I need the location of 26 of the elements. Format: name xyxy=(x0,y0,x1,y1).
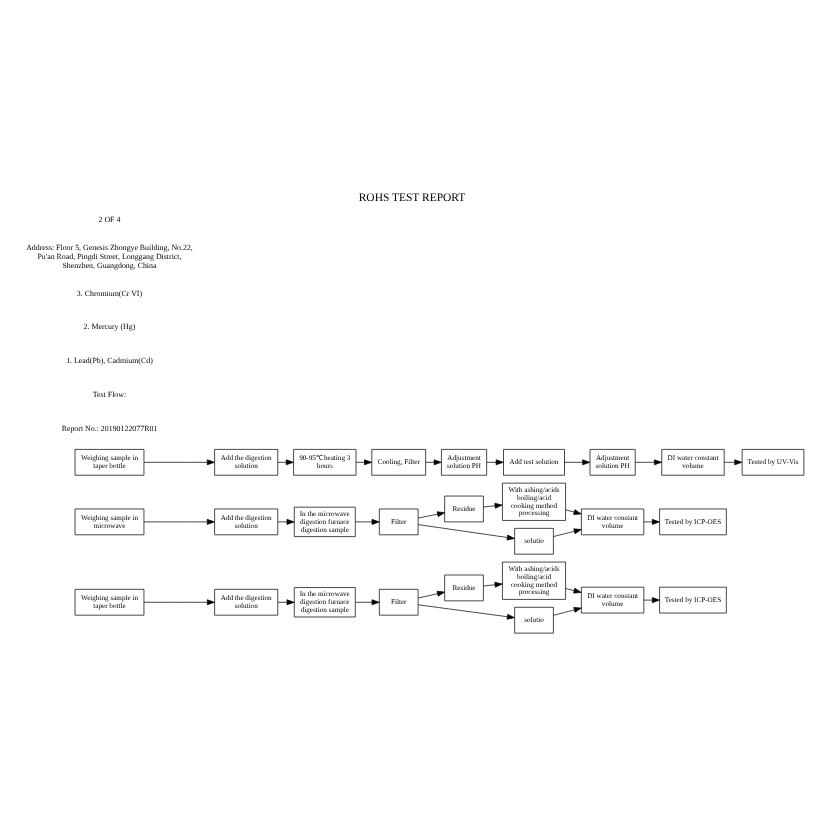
arrow xyxy=(417,523,515,540)
arrow xyxy=(565,508,582,514)
arrow xyxy=(565,586,582,593)
arrow xyxy=(355,598,380,605)
arrow xyxy=(277,458,294,465)
arrow xyxy=(553,527,582,536)
arrow xyxy=(277,518,295,524)
arrow xyxy=(483,501,503,508)
arrow xyxy=(486,458,504,465)
arrow xyxy=(417,603,515,619)
arrow xyxy=(355,458,372,465)
arrow xyxy=(355,518,380,524)
arrow xyxy=(425,458,442,465)
arrow xyxy=(553,606,582,615)
arrow xyxy=(643,596,660,602)
arrow xyxy=(723,458,743,465)
arrow xyxy=(143,518,215,524)
arrow xyxy=(143,598,215,605)
arrow xyxy=(143,458,215,465)
arrow xyxy=(483,580,503,587)
arrow xyxy=(277,598,295,605)
arrow xyxy=(643,518,660,524)
arrow xyxy=(634,458,662,465)
arrow xyxy=(564,458,591,465)
arrow xyxy=(417,510,445,518)
arrow xyxy=(417,589,445,598)
